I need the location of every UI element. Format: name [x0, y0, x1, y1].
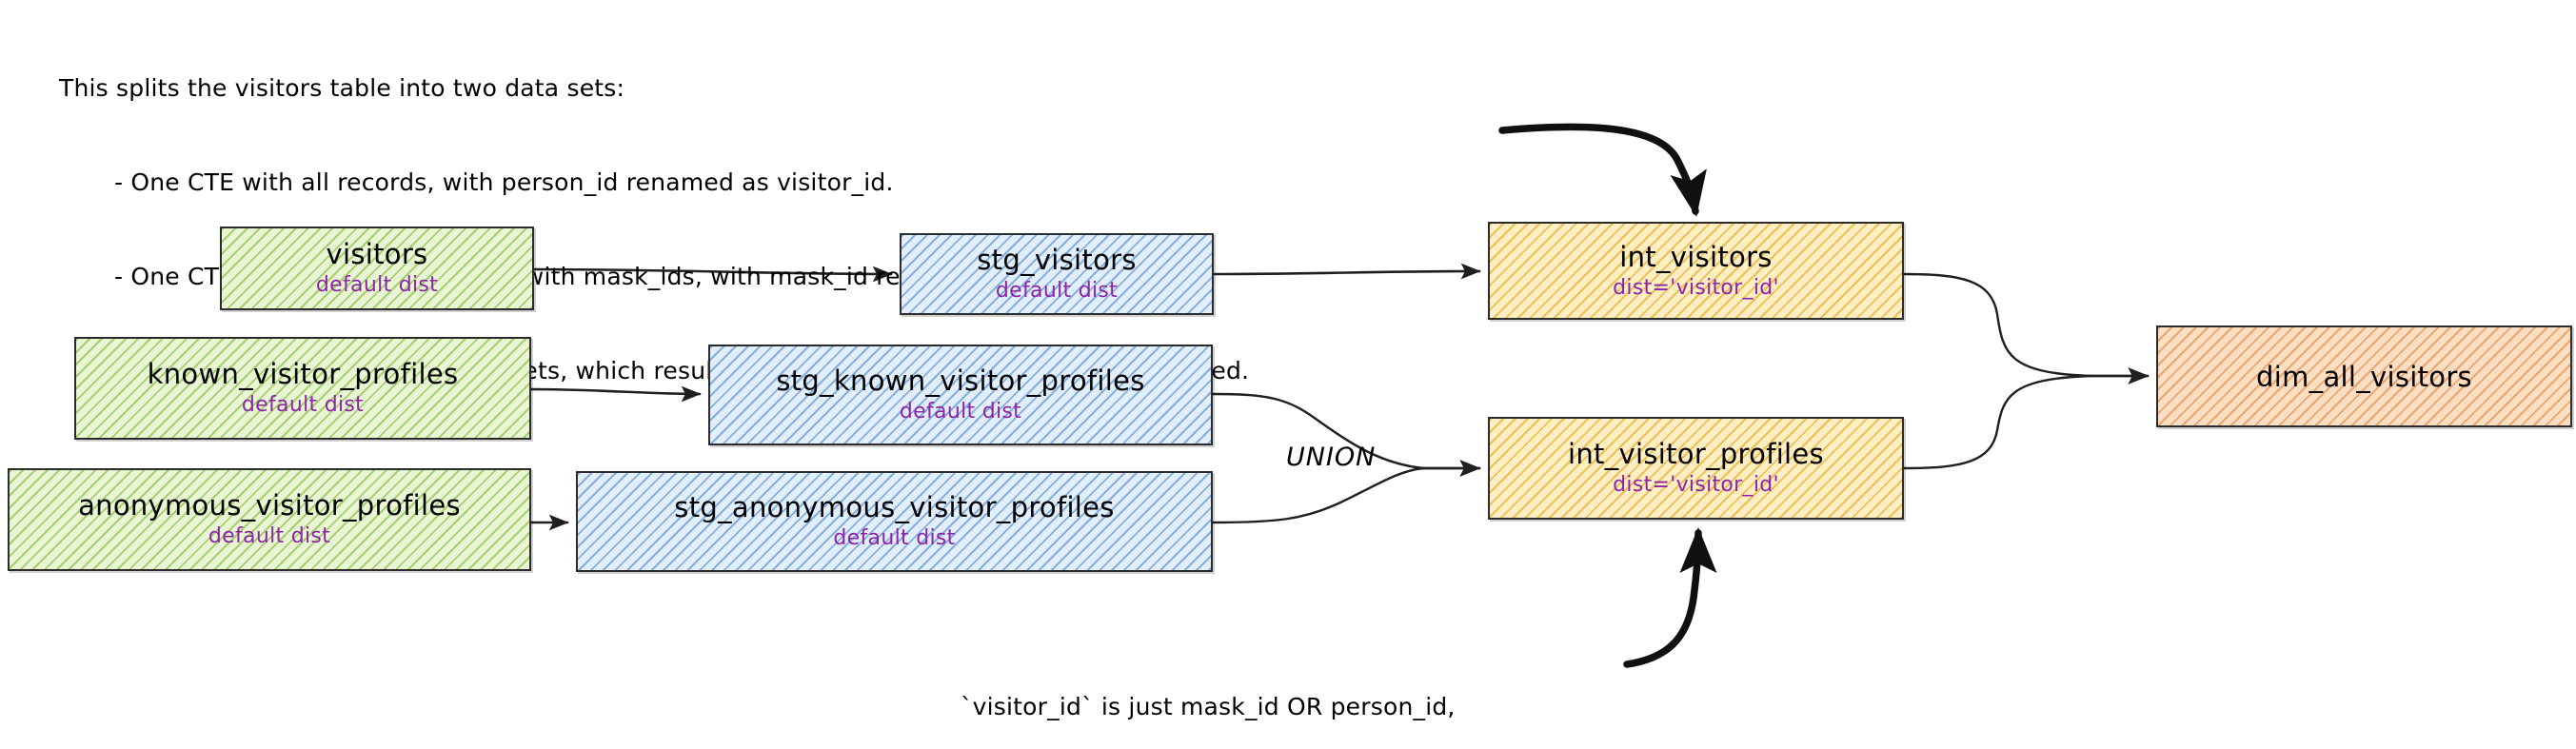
node-anonymous-visitor-profiles-title: anonymous_visitor_profiles — [78, 489, 461, 522]
node-anonymous-visitor-profiles[interactable]: anonymous_visitor_profiles default dist — [8, 468, 531, 571]
node-dim-all-visitors-title: dim_all_visitors — [2256, 360, 2472, 393]
bottom-note-line-1: `visitor_id` is just mask_id OR person_i… — [960, 693, 1456, 720]
node-visitors[interactable]: visitors default dist — [220, 227, 534, 310]
node-dim-all-visitors[interactable]: dim_all_visitors — [2156, 325, 2572, 427]
edge-int-visitors-to-dim-all — [1902, 272, 2092, 378]
node-anonymous-visitor-profiles-dist: default dist — [208, 524, 331, 548]
node-stg-known-visitor-profiles-dist: default dist — [899, 400, 1022, 424]
annotation-arrow-bottom — [1623, 526, 1717, 668]
node-stg-anonymous-visitor-profiles[interactable]: stg_anonymous_visitor_profiles default d… — [576, 471, 1213, 572]
node-stg-known-visitor-profiles-title: stg_known_visitor_profiles — [776, 365, 1145, 397]
node-stg-visitors-title: stg_visitors — [977, 244, 1137, 276]
node-stg-anonymous-visitor-profiles-dist: default dist — [833, 526, 956, 550]
node-known-visitor-profiles-dist: default dist — [241, 393, 365, 417]
node-int-visitors-title: int_visitors — [1619, 240, 1773, 273]
top-note-line-2: - One CTE with all records, with person_… — [114, 168, 894, 196]
node-stg-anonymous-visitor-profiles-title: stg_anonymous_visitor_profiles — [674, 491, 1115, 523]
node-visitors-dist: default dist — [315, 273, 439, 297]
edge-stg-anonymous-to-int-profiles — [1211, 466, 1425, 524]
node-stg-visitors-dist: default dist — [995, 279, 1119, 303]
union-edge-label: UNION — [1286, 443, 1377, 472]
bottom-annotation-note: `visitor_id` is just mask_id OR person_i… — [928, 626, 1488, 749]
node-int-visitor-profiles-dist: dist='visitor_id' — [1613, 473, 1779, 497]
node-int-visitor-profiles-title: int_visitor_profiles — [1568, 438, 1824, 470]
node-int-visitors-dist: dist='visitor_id' — [1613, 275, 1779, 300]
top-note-line-1: This splits the visitors table into two … — [59, 74, 625, 102]
node-stg-visitors[interactable]: stg_visitors default dist — [900, 233, 1214, 315]
edge-stg-visitors-to-int-visitors — [1212, 263, 1481, 280]
node-int-visitors[interactable]: int_visitors dist='visitor_id' — [1488, 222, 1904, 320]
node-stg-known-visitor-profiles[interactable]: stg_known_visitor_profiles default dist — [708, 345, 1213, 445]
annotation-arrow-top — [1498, 123, 1707, 217]
node-visitors-title: visitors — [326, 238, 428, 270]
edge-int-profiles-to-dim-all — [1902, 374, 2092, 470]
node-known-visitor-profiles[interactable]: known_visitor_profiles default dist — [74, 337, 531, 440]
node-int-visitor-profiles[interactable]: int_visitor_profiles dist='visitor_id' — [1488, 417, 1904, 520]
node-known-visitor-profiles-title: known_visitor_profiles — [147, 358, 459, 390]
